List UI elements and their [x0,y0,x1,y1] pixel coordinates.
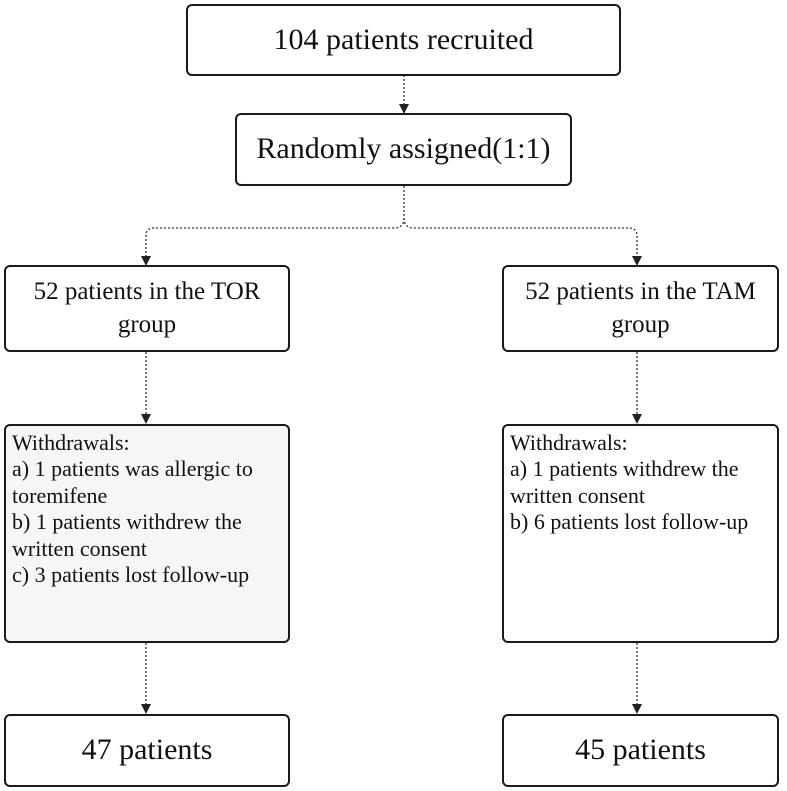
tor-group-label: 52 patients in the TOR group [33,278,261,338]
tor-group-box: 52 patients in the TOR group [4,265,290,352]
tor-final-box: 47 patients [4,714,290,787]
arrow-to-tam-withdrawals [632,414,642,424]
recruited-label: 104 patients recruited [273,22,534,56]
arrow-to-tor-withdrawals [141,414,151,424]
tor-withdrawal-item: b) 1 patients withdrew the written conse… [12,509,242,561]
tam-group-box: 52 patients in the TAM group [502,265,779,352]
tor-withdrawal-item: c) 3 patients lost follow-up [12,561,250,587]
tam-withdrawals-title: Withdrawals: [510,430,628,455]
randomized-label: Randomly assigned(1:1) [256,132,551,166]
tam-withdrawal-item: a) 1 patients withdrew the written conse… [510,456,739,508]
connector-split-horizontal [145,217,405,256]
tam-final-label: 45 patients [575,733,706,767]
tam-final-box: 45 patients [502,714,779,787]
tor-withdrawals-title: Withdrawals: [12,430,130,455]
randomized-box: Randomly assigned(1:1) [235,113,572,186]
arrow-to-tam-final [632,704,642,714]
tam-withdrawal-item: b) 6 patients lost follow-up [510,509,749,535]
tam-withdrawals-box: Withdrawals: a) 1 patients withdrew the … [502,424,779,643]
connector-split-horizontal-right [403,217,638,256]
tor-withdrawals-box: Withdrawals: a) 1 patients was allergic … [4,424,290,643]
recruited-box: 104 patients recruited [186,4,621,76]
tor-final-label: 47 patients [81,733,213,767]
arrow-to-tor-final [141,704,151,714]
tam-group-label: 52 patients in the TAM group [525,278,756,338]
tor-withdrawal-item: a) 1 patients was allergic to toremifene [12,456,253,508]
